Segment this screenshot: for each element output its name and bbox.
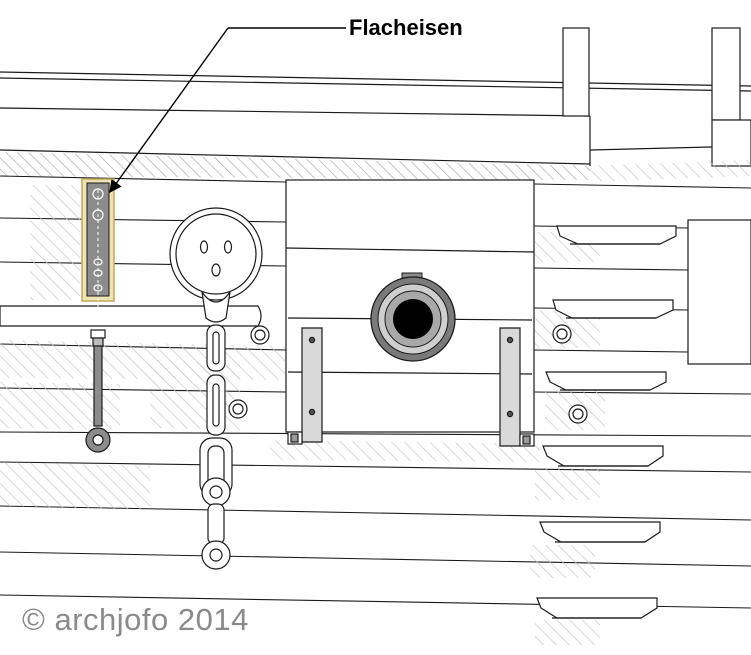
side-steps [536, 225, 677, 619]
gunport-lid [285, 179, 535, 433]
flacheisen-label: Flacheisen [349, 15, 463, 40]
top-rail [0, 71, 751, 166]
chain-links [199, 324, 233, 570]
eye-bolts [228, 324, 588, 424]
copyright-credit: © archjofo 2014 [22, 602, 249, 637]
rail-shadow [0, 152, 751, 182]
side-window-frame [687, 219, 751, 365]
lid-hinge-left [287, 327, 323, 445]
flat-iron-highlight [81, 178, 115, 340]
upright-timbers [562, 27, 751, 167]
deadeye [169, 207, 263, 323]
callout-leader [109, 27, 346, 194]
iron-rod [85, 329, 111, 453]
cannon-muzzle [370, 272, 456, 362]
lid-hinge-right [499, 327, 535, 447]
